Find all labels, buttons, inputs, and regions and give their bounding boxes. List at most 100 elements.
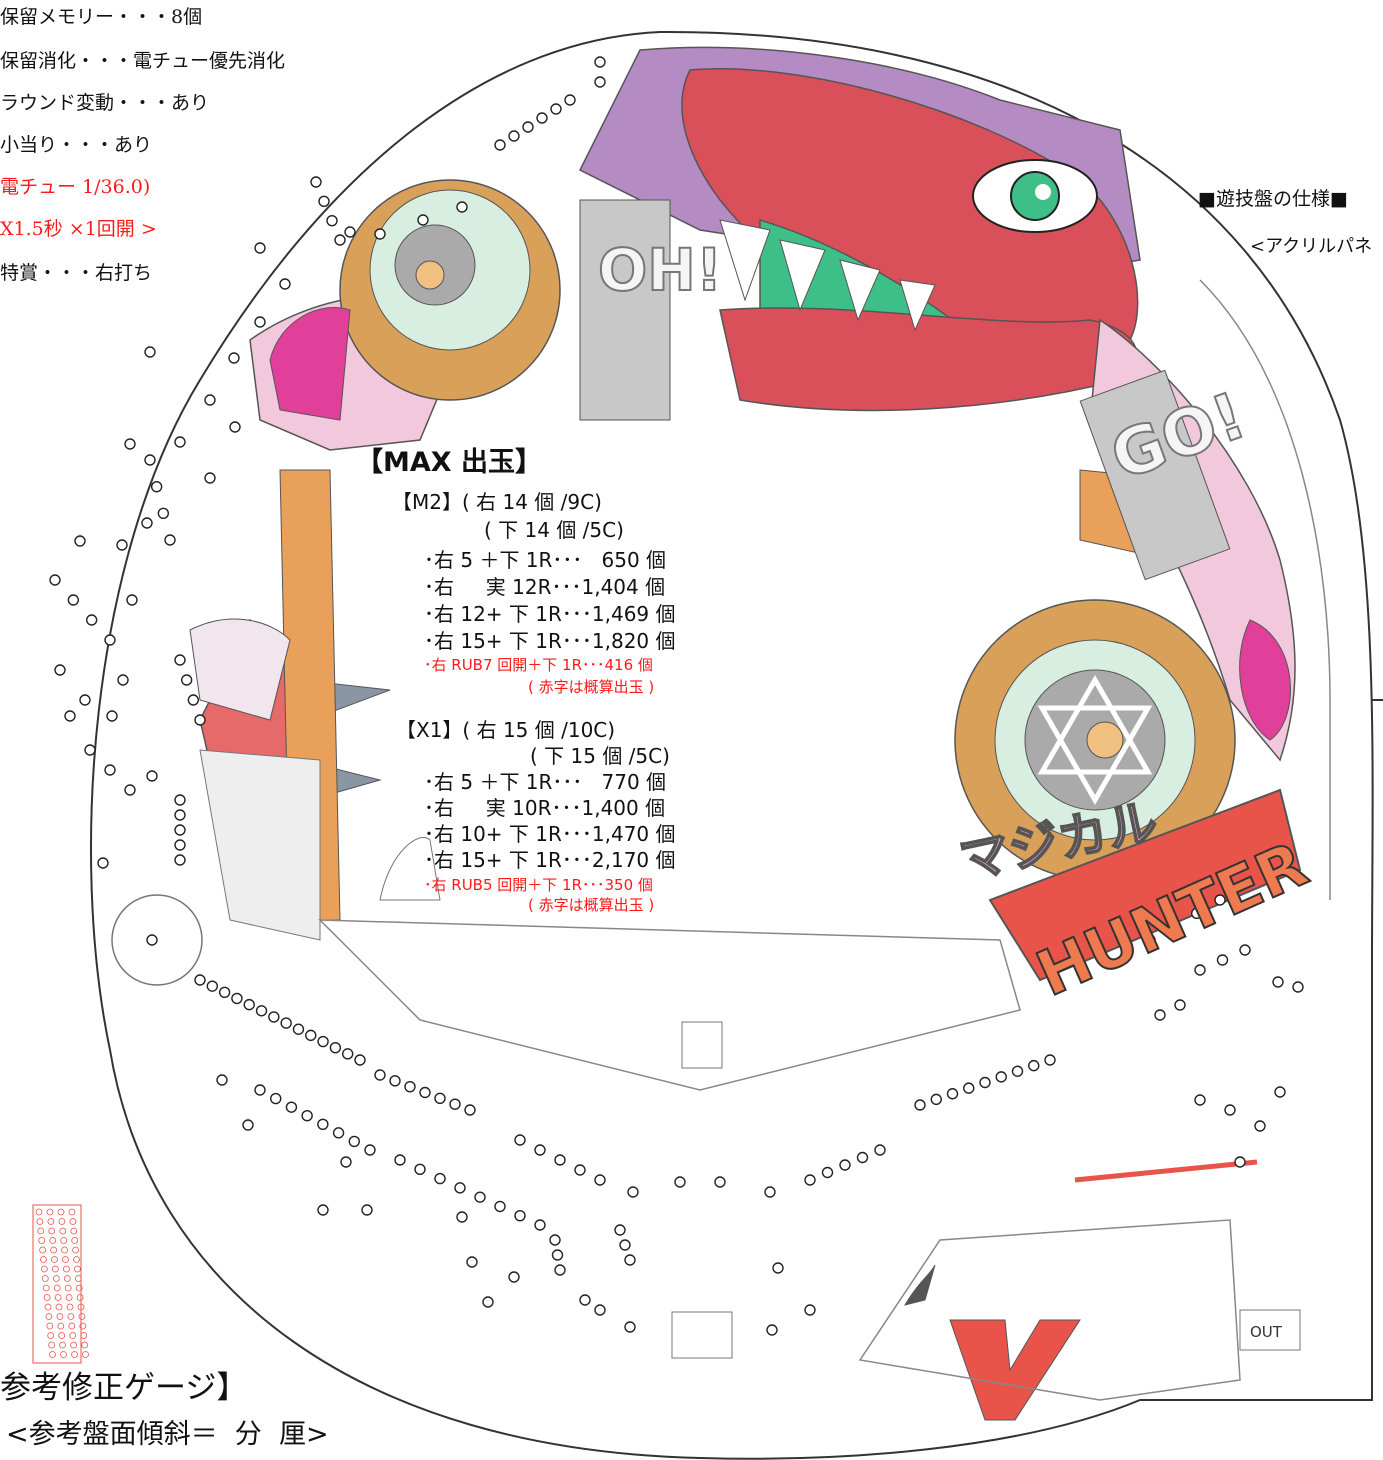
reference-tilt-subtitle: <参考盤面傾斜＝ 分 厘> xyxy=(6,1419,329,1450)
m2-header-2: ( 下 14 個 /5C) xyxy=(484,518,624,542)
nail xyxy=(594,1174,606,1186)
gauge-dot xyxy=(62,1256,69,1263)
nail xyxy=(116,539,128,551)
gauge-dot xyxy=(79,1322,87,1330)
nail xyxy=(1044,1054,1056,1066)
m2-line: ･右 5 ＋下 1R･･･ 650 個 xyxy=(424,548,667,572)
gauge-dots xyxy=(35,1208,89,1358)
lower-start-pocket xyxy=(671,1311,733,1359)
nail xyxy=(1214,894,1226,906)
gauge-dot xyxy=(57,1208,65,1216)
m2-line: ･右 12+ 下 1R･･･1,469 個 xyxy=(424,602,676,626)
spec-line: 保留メモリー・・・8個 xyxy=(0,6,203,28)
nail xyxy=(49,574,61,586)
nail xyxy=(204,394,216,406)
x1-line: ･右 実 10R･･･1,400 個 xyxy=(424,796,666,820)
nail xyxy=(1174,999,1186,1011)
nail xyxy=(285,1101,298,1113)
nail xyxy=(1194,1094,1206,1106)
gauge-dot xyxy=(38,1237,46,1244)
nail xyxy=(194,974,206,986)
nail xyxy=(624,1254,636,1266)
gauge-dot xyxy=(49,1237,57,1244)
nail xyxy=(419,1086,431,1099)
out-hole xyxy=(1239,1309,1301,1351)
nail xyxy=(449,1098,461,1110)
v-logo-shape xyxy=(949,1319,1081,1421)
nail xyxy=(164,534,176,546)
gauge-dot xyxy=(67,1313,75,1320)
reference-gauge-title: 参考修正ゲージ】 xyxy=(0,1370,248,1406)
nail xyxy=(340,1156,352,1168)
nail xyxy=(914,1099,926,1111)
gauge-dot xyxy=(81,1341,88,1349)
gauge-dot xyxy=(78,1313,86,1320)
nail xyxy=(554,1154,566,1166)
gauge-dot xyxy=(66,1303,74,1311)
gauge-dot xyxy=(71,1237,79,1244)
gauge-dot xyxy=(68,1208,76,1216)
spec-line: 特賞・・・右打ち xyxy=(0,262,153,284)
nail xyxy=(804,1304,816,1316)
gate-piece xyxy=(903,1264,936,1306)
nail xyxy=(549,1234,561,1246)
nail xyxy=(204,472,216,484)
nail xyxy=(305,1029,317,1042)
nail xyxy=(255,1005,268,1017)
nail xyxy=(254,1084,266,1096)
nail xyxy=(574,1164,586,1176)
creature-tooth xyxy=(779,239,826,312)
nail xyxy=(714,1176,726,1188)
nail xyxy=(326,214,338,227)
gauge-dot xyxy=(35,1208,43,1216)
nail xyxy=(243,998,255,1011)
gauge-dot xyxy=(46,1208,54,1216)
nail xyxy=(206,980,219,992)
nail xyxy=(280,1017,292,1029)
nail xyxy=(1272,976,1284,988)
gauge-dot xyxy=(49,1351,56,1358)
inner-rail xyxy=(1199,279,1331,900)
gauge-dot xyxy=(42,1284,50,1292)
nail xyxy=(341,1048,354,1060)
gauge-dot xyxy=(74,1275,82,1282)
nail xyxy=(157,507,170,520)
nail xyxy=(242,1119,254,1131)
center-start-pocket xyxy=(681,1021,723,1069)
nail xyxy=(594,76,606,88)
nail xyxy=(456,201,468,213)
nail xyxy=(146,934,158,946)
nail xyxy=(930,1093,942,1106)
x1-red-line: ･右 RUB5 回開＋下 1R･･･350 個 xyxy=(424,876,653,894)
gauge-dot xyxy=(37,1227,45,1235)
creature-tooth xyxy=(839,259,881,322)
nail xyxy=(268,1011,280,1023)
center-stage xyxy=(318,919,1021,1091)
nail xyxy=(766,1324,778,1336)
creature-lower-jaw xyxy=(719,307,1138,412)
board-outline xyxy=(90,30,1374,1460)
nail xyxy=(804,1174,816,1186)
m2-red-line: ･右 RUB7 回開＋下 1R･･･416 個 xyxy=(424,656,653,674)
board-spec-title: ■遊技盤の仕様■ xyxy=(1198,188,1348,210)
left-reel xyxy=(269,179,561,421)
nail xyxy=(1167,920,1180,933)
gauge-dot xyxy=(41,1265,48,1273)
gauge-dot xyxy=(71,1351,78,1358)
nail xyxy=(456,1211,468,1223)
nail xyxy=(1028,1059,1040,1072)
nail xyxy=(839,1159,851,1171)
x1-header: 【X1】( 右 15 個 /10C) xyxy=(396,718,616,742)
x1-line: ･右 5 ＋下 1R･･･ 770 個 xyxy=(424,770,667,794)
nail xyxy=(1011,1065,1024,1077)
nail xyxy=(361,1204,373,1216)
nail xyxy=(254,242,266,254)
lower-stage-left-cone xyxy=(379,837,441,901)
nail xyxy=(144,454,156,466)
nail xyxy=(674,1176,686,1188)
nail xyxy=(317,1118,329,1130)
nail xyxy=(67,594,80,606)
gauge-dot xyxy=(43,1294,51,1301)
nail xyxy=(270,1092,282,1105)
